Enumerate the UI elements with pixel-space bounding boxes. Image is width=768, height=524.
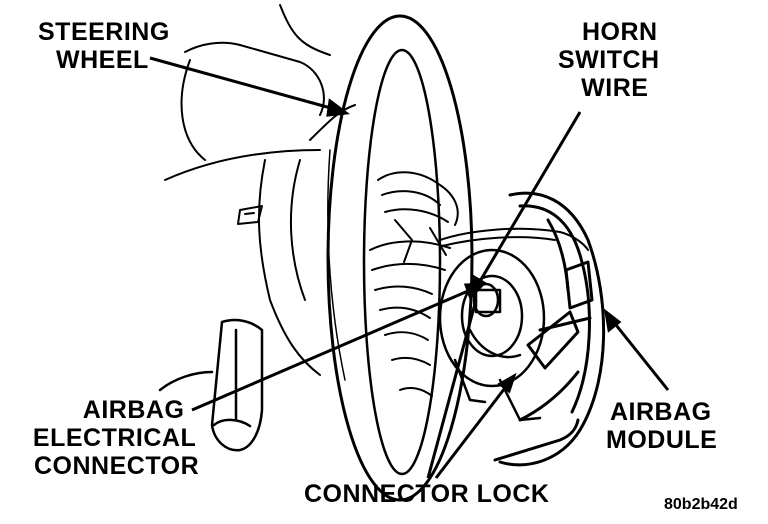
label-airbag-electrical-connector: AIRBAG ELECTRICAL CONNECTOR <box>30 396 199 480</box>
steering-hub <box>369 171 459 397</box>
label-line: AIRBAG <box>610 398 712 426</box>
label-line: HORN <box>582 18 658 46</box>
label-airbag-module: AIRBAG MODULE <box>606 398 717 454</box>
airbag-module-cover <box>493 191 606 467</box>
label-connector-lock: CONNECTOR LOCK <box>304 480 550 508</box>
label-horn-switch-wire: HORN SWITCH WIRE <box>558 18 660 102</box>
label-line: SWITCH <box>558 46 660 74</box>
steering-wheel-rim <box>326 14 474 502</box>
label-line: WHEEL <box>56 46 149 74</box>
label-line: ELECTRICAL <box>32 424 197 452</box>
label-line: AIRBAG <box>82 396 185 424</box>
label-line: MODULE <box>606 426 718 454</box>
label-steering-wheel: STEERING WHEEL <box>38 18 170 74</box>
clockspring <box>438 248 546 422</box>
label-line: CONNECTOR <box>34 452 200 480</box>
leader-lines <box>149 56 670 479</box>
figure-code: 80b2b42d <box>664 496 738 513</box>
horn-switch-wire <box>439 227 589 251</box>
column-stalk <box>158 318 264 452</box>
dashboard-sketch <box>164 4 356 376</box>
label-line: WIRE <box>581 74 649 102</box>
label-line: STEERING <box>38 18 170 46</box>
